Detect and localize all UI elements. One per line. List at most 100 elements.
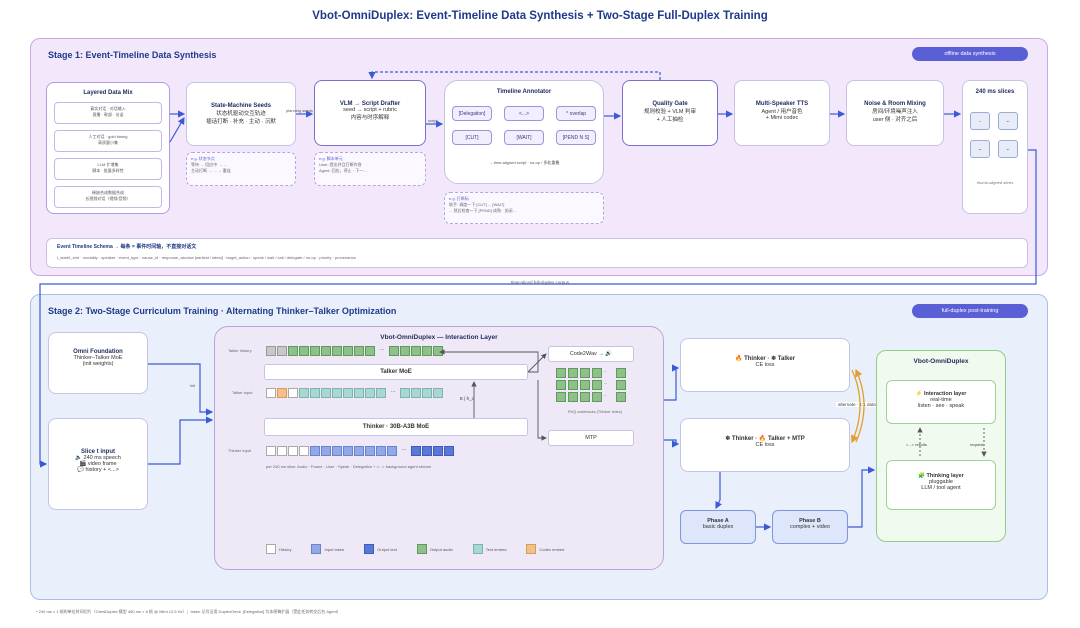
noise-room-mixing: Noise & Room Mixing 房间/环境噪声注入 user 侧 · 对… [846,80,944,146]
audio-token [389,346,400,356]
arrow [664,364,680,401]
arrow-results-label: <...> results [906,442,927,447]
slice-input-line: 🎬 video frame [79,461,117,467]
seeds-note-title: e.g. 状态节点 [191,156,215,161]
multi-speaker-tts: Multi-Speaker TTS Agent / 用户音色 + Mimi co… [734,80,830,146]
text-embed-token [332,388,342,398]
output-text-token [433,446,444,456]
stage2-arrows [148,363,876,531]
legend-label: Text embed [485,546,507,552]
rvq-cell [568,392,578,402]
stage1-arrows [39,71,1037,468]
arrow [855,368,865,443]
input-token [343,446,353,456]
legend-swatch [311,544,322,554]
phase-b-title: Phase B [799,518,821,524]
arrow [848,466,876,528]
ellipsis: ... [402,446,407,452]
legend-label: Input token [324,546,345,552]
phase-a: Phase A basic duplex [680,510,756,544]
internal-arrows [439,349,987,457]
omni-line: Thinker–Talker MoE [73,355,123,361]
legend-item: Input token [311,544,344,554]
drafter-note-line: Agent: 回应，停止 · 下一... [319,168,367,173]
rvq-cell [580,380,590,390]
layer-item: 人工对话 · gold timing 高质量小集 [54,130,162,152]
drafter-title: VLM → Script Drafter [339,101,401,107]
legend-item: Output text [364,544,397,554]
legend-label: Codec embed [539,546,565,552]
rvq-label: RVQ codebooks (Thinker video) [568,410,622,414]
thinking-layer-card: 🧩 Thinking layer pluggable LLM / tool ag… [886,460,996,510]
audio-token [299,346,309,356]
legend-swatch [364,544,375,554]
annotator-tag: [PEND N S] [556,130,596,145]
stage2-pill: full-duplex post-training [912,304,1028,318]
thinker-input-label: Thinker input [228,448,252,453]
output-label: time-sliced full-duplex corpus [510,280,570,285]
annotator-note-line: ... 然后检查一下 [PEND] 成熟 · 关闭... [449,208,516,213]
annotator-note: e.g. 打断标 助手: 调度一下 [CUT] ... [WAIT] ... 然… [444,192,604,224]
text-embed-token [411,388,422,398]
omni-foundation: Omni Foundation Thinker–Talker MoE (init… [48,332,148,394]
ellipsis: ... [604,392,608,397]
schema-fields: t_start/t_end · modality · speaker · eve… [57,255,356,260]
tts-line: Agent / 用户音色 [761,109,803,115]
annotator-tag: ^ overlap [556,106,596,121]
slice-card: ᵃᵛ [970,140,990,158]
footnote: * 240 ms × 1 帧的单位时间切片（OmniDuplex 模型 480 … [36,609,341,614]
loss-box-thinker: 🔥 Thinker · ❄ Talker CE loss [680,338,850,392]
slices-title: 240 ms slices [975,89,1015,95]
input-token [332,446,342,456]
rvq-cell [580,368,590,378]
seeds-title: State-Machine Seeds [210,103,272,109]
drafter-note-title: e.g. 脚本单元 [319,156,343,161]
audio-token [321,346,331,356]
loss-part: ❄ Talker [771,356,796,362]
stage1-pill: offline data synthesis [912,47,1028,61]
quality-title: Quality Gate [652,101,688,107]
loss-title: 🔥 Thinker · ❄ Talker [681,355,849,362]
legend-swatch [472,544,483,554]
token [288,446,298,456]
arrow [537,380,547,441]
output-text-token [422,446,433,456]
arrow-feedback [368,71,661,80]
input-token [310,446,320,456]
stage2-title: Stage 2: Two-Stage Curriculum Training ·… [48,306,397,316]
talker-input-label: Talker input [232,390,253,395]
text-embed-token [299,388,309,398]
input-token [365,446,375,456]
rvq-cell [616,380,626,390]
layered-title: Layered Data Mix [83,90,133,96]
history-token [277,346,287,356]
history-token [266,346,276,356]
script-drafter: VLM → Script Drafter seed → script + rub… [314,80,426,146]
legend-item: Output audio [416,544,453,554]
thinker-input-tokens: ... [266,446,455,456]
arrow-request-label: request [970,442,984,447]
slices-footer: thumb-aligned slices [976,180,1014,185]
annotator-note-title: e.g. 打断标 [449,196,469,201]
legend-swatch [266,544,276,554]
thinking-card-line: pluggable [929,479,953,485]
arrow [664,439,680,448]
legend-swatch [416,544,427,554]
slice-input-line: 🔈 240 ms speech [75,455,121,461]
legend-label: Output audio [429,546,453,552]
output-text-token [444,446,455,456]
input-token [321,446,331,456]
noise-line: user 侧 · 对齐之后 [872,117,918,123]
interaction-layer-title: Vbot-OmniDuplex — Interaction Layer [380,334,498,341]
alternate-arrows [850,368,865,444]
text-embed-token [365,388,375,398]
loss-line: CE loss [755,442,775,448]
layer-item: 真实对话 · 对话输入 直播 · 幹部 · 访谈 [54,102,162,124]
token [266,388,276,398]
eh-label: E | h_c [460,396,474,401]
legend: History Input token Output text Output a… [266,544,564,554]
legend-item: History [266,544,291,554]
input-token [376,446,386,456]
audio-token [332,346,342,356]
arrow-corpus [39,149,1037,468]
